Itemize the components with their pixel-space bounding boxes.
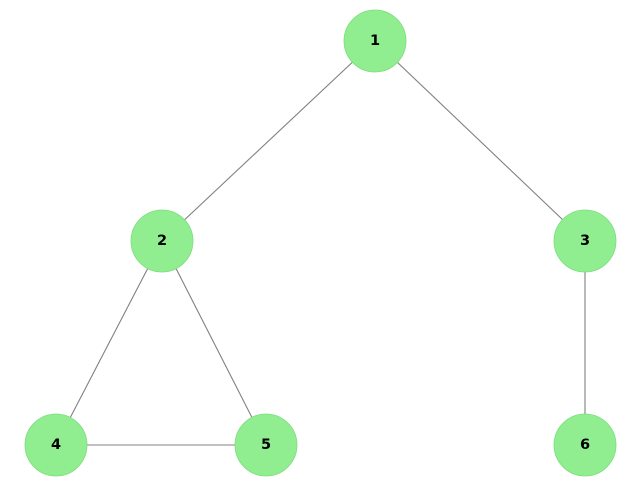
graph-node-4[interactable]: 4 <box>24 413 88 477</box>
graph-node-circle-6[interactable] <box>553 413 617 477</box>
graph-node-circle-2[interactable] <box>130 209 194 273</box>
graph-node-circle-3[interactable] <box>553 209 617 273</box>
graph-node-6[interactable]: 6 <box>553 413 617 477</box>
graph-edge-2-4 <box>55 240 163 446</box>
graph-node-5[interactable]: 5 <box>234 413 298 477</box>
graph-node-circle-5[interactable] <box>234 413 298 477</box>
graph-node-label-3: 3 <box>580 233 590 249</box>
graph-node-label-5: 5 <box>261 437 271 453</box>
graph-edge-1-2 <box>161 40 376 242</box>
edge-layer <box>55 40 586 446</box>
graph-node-label-2: 2 <box>157 233 167 249</box>
graph-node-label-1: 1 <box>370 33 380 49</box>
graph-edge-1-3 <box>374 40 586 242</box>
graph-node-3[interactable]: 3 <box>553 209 617 273</box>
graph-node-2[interactable]: 2 <box>130 209 194 273</box>
graph-node-circle-4[interactable] <box>24 413 88 477</box>
graph-node-label-4: 4 <box>51 437 61 453</box>
node-layer: 1 2 3 4 5 6 <box>24 9 617 477</box>
graph-node-circle-1[interactable] <box>343 9 407 73</box>
graph-node-1[interactable]: 1 <box>343 9 407 73</box>
graph-node-label-6: 6 <box>580 437 590 453</box>
graph-edge-2-5 <box>161 240 267 446</box>
